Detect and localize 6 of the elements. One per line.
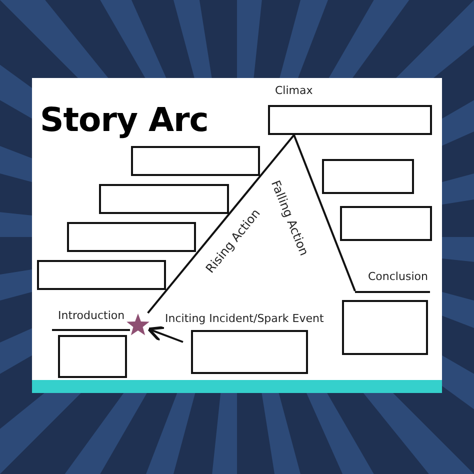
edge-label: Falling Action [268, 178, 312, 258]
heading-label: Climax [275, 84, 313, 97]
heading-label: Inciting Incident/Spark Event [165, 312, 324, 325]
title: Story Arc [40, 100, 208, 139]
heading-label: Conclusion [368, 270, 428, 283]
heading-label: Introduction [58, 309, 125, 322]
